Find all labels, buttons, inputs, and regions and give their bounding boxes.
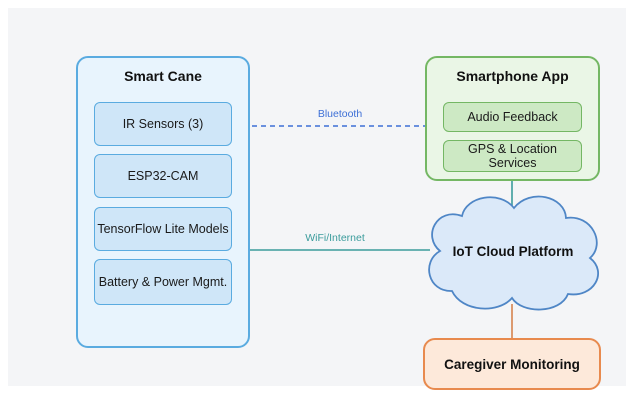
smart-cane-group: Smart Cane IR Sensors (3) ESP32-CAM Tens… [76,56,250,348]
gps-location-component: GPS & Location Services [443,140,582,172]
smart-cane-title: Smart Cane [124,68,202,84]
smartphone-app-title: Smartphone App [456,68,569,84]
smartphone-app-group: Smartphone App Audio Feedback GPS & Loca… [425,56,600,181]
bluetooth-label: Bluetooth [317,108,363,120]
cloud-shape [428,195,599,311]
caregiver-monitoring-label: Caregiver Monitoring [444,356,580,372]
battery-power-component: Battery & Power Mgmt. [94,259,232,305]
ir-sensors-component: IR Sensors (3) [94,102,232,146]
tensorflow-lite-component: TensorFlow Lite Models [94,207,232,251]
esp32-cam-component: ESP32-CAM [94,154,232,198]
audio-feedback-component: Audio Feedback [443,102,582,132]
caregiver-monitoring-box: Caregiver Monitoring [423,338,601,390]
iot-cloud-platform-label: IoT Cloud Platform [452,244,574,259]
wifi-label: WiFi/Internet [305,232,365,244]
